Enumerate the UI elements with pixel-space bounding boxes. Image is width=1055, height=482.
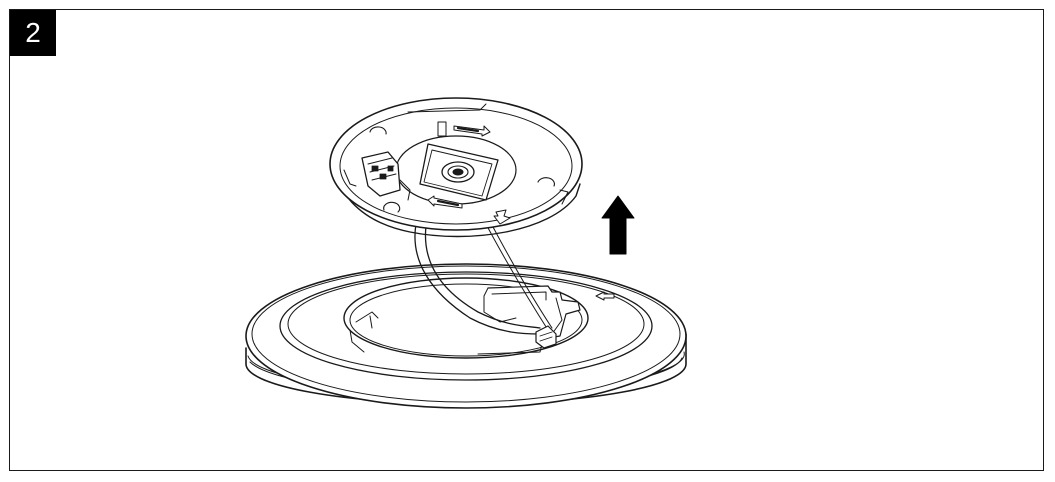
- insert-arrow-icon: [595, 291, 615, 301]
- figure-frame: 2: [9, 9, 1044, 471]
- top-cover: [329, 97, 583, 238]
- lift-up-arrow-icon: [601, 195, 635, 255]
- wire-connector: [535, 325, 557, 349]
- base-ring-clip: [487, 285, 581, 339]
- step-number-badge: 2: [10, 10, 56, 56]
- base-ring: [245, 263, 687, 409]
- base-ring-inner-rim: [279, 271, 653, 381]
